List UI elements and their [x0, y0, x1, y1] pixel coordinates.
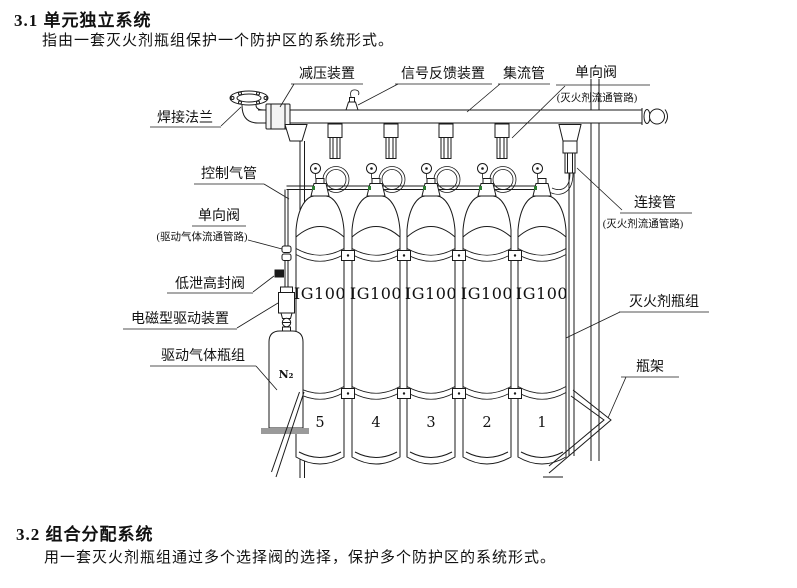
label-signal-feedback-device: 信号反馈装置 — [401, 66, 485, 82]
label-check-valve-drive: 单向阀 — [198, 208, 240, 224]
label-low-leak-high-seal-valve: 低泄高封阀 — [175, 275, 245, 292]
label-drive-gas-cylinder-group: 驱动气体瓶组 — [161, 348, 245, 364]
weld-flange — [229, 90, 269, 124]
drive-gas-line — [274, 189, 292, 287]
low-leak-high-seal-valve — [274, 269, 284, 278]
label-cylinder-rack: 瓶架 — [636, 359, 664, 375]
rack-left-strut — [271, 391, 305, 478]
check-valve-2 — [378, 123, 406, 193]
cylinder-1-gas-label: IG100 — [516, 284, 568, 303]
manifold-pipe — [258, 108, 668, 125]
cylinder-3-gas-label: IG100 — [405, 284, 457, 303]
cylinder-valve-1 — [532, 163, 552, 197]
label-control-gas-pipe: 控制气管 — [201, 166, 257, 182]
cylinder-2-gas-label: IG100 — [461, 284, 513, 303]
cylinder-4-gas-label: IG100 — [350, 284, 402, 303]
cylinder-gas-labels: IG100 IG100 IG100 IG100 IG100 — [294, 284, 568, 303]
rack-bracket-right — [558, 124, 582, 142]
cylinder-valve-3 — [421, 163, 441, 197]
label-manifold: 集流管 — [503, 65, 545, 82]
label-pressure-reducing-device: 减压装置 — [299, 66, 355, 82]
agent-cylinder-4 — [351, 195, 401, 465]
label-weld-flange: 焊接法兰 — [157, 109, 213, 126]
check-valve-5 — [548, 140, 578, 195]
section-3-2-heading: 3.2 组合分配系统 — [16, 525, 154, 544]
signal-feedback-device — [345, 89, 360, 111]
section-3-1-body: 指由一套灭火剂瓶组保护一个防护区的系统形式。 — [42, 33, 395, 49]
solenoid-drive-device — [278, 286, 295, 333]
control-gas-pipe — [286, 185, 547, 190]
cylinder-4-number: 4 — [371, 415, 380, 431]
cylinder-1-number: 1 — [537, 415, 546, 431]
cylinder-3-number: 3 — [426, 415, 435, 431]
cylinder-valves — [310, 163, 552, 197]
rack-right-brace — [543, 389, 612, 478]
rack-right-inner-post — [568, 141, 575, 456]
label-check-valve-agent-note: (灭火剂流通管路) — [557, 91, 638, 104]
cylinder-valve-2 — [477, 163, 497, 197]
rack-bracket-left — [284, 124, 308, 142]
agent-cylinder-1 — [517, 195, 567, 465]
label-solenoid-drive-device: 电磁型驱动装置 — [131, 311, 229, 327]
n2-cylinder: N₂ — [268, 330, 304, 429]
agent-cylinder-5 — [295, 195, 345, 465]
rack-right-outer-post — [590, 79, 600, 461]
n2-cylinder-label: N₂ — [279, 368, 294, 381]
leader-lines — [220, 83, 627, 419]
cylinder-valve-4 — [366, 163, 386, 197]
cylinder-valve-5 — [310, 163, 330, 197]
cylinder-clamp-bands — [295, 248, 567, 400]
label-check-valve-drive-note: (驱动气体流通管路) — [157, 230, 248, 243]
section-3-1-heading: 3.1 单元独立系统 — [14, 11, 152, 30]
check-valve-1 — [322, 123, 350, 193]
label-agent-cylinder-group: 灭火剂瓶组 — [629, 294, 699, 310]
n2-shelf — [261, 428, 309, 434]
agent-cylinder-3 — [406, 195, 456, 465]
cylinder-5-number: 5 — [315, 415, 324, 431]
diagram-labels: 焊接法兰 减压装置 信号反馈装置 集流管 单向阀 (灭火剂流通管路) 连接管 (… — [123, 65, 709, 378]
cylinder-2-number: 2 — [482, 415, 491, 431]
cylinder-numbers: 5 4 3 2 1 — [315, 415, 546, 431]
label-connecting-pipe: 连接管 — [634, 194, 676, 211]
section-3-2-body: 用一套灭火剂瓶组通过多个选择阀的选择，保护多个防护区的系统形式。 — [44, 550, 557, 566]
check-valve-3 — [433, 123, 461, 193]
label-connecting-pipe-note: (灭火剂流通管路) — [603, 217, 684, 230]
check-valve-4 — [489, 123, 517, 193]
agent-cylinder-2 — [462, 195, 512, 465]
label-check-valve-agent: 单向阀 — [575, 65, 617, 81]
cylinder-5-gas-label: IG100 — [294, 284, 346, 303]
